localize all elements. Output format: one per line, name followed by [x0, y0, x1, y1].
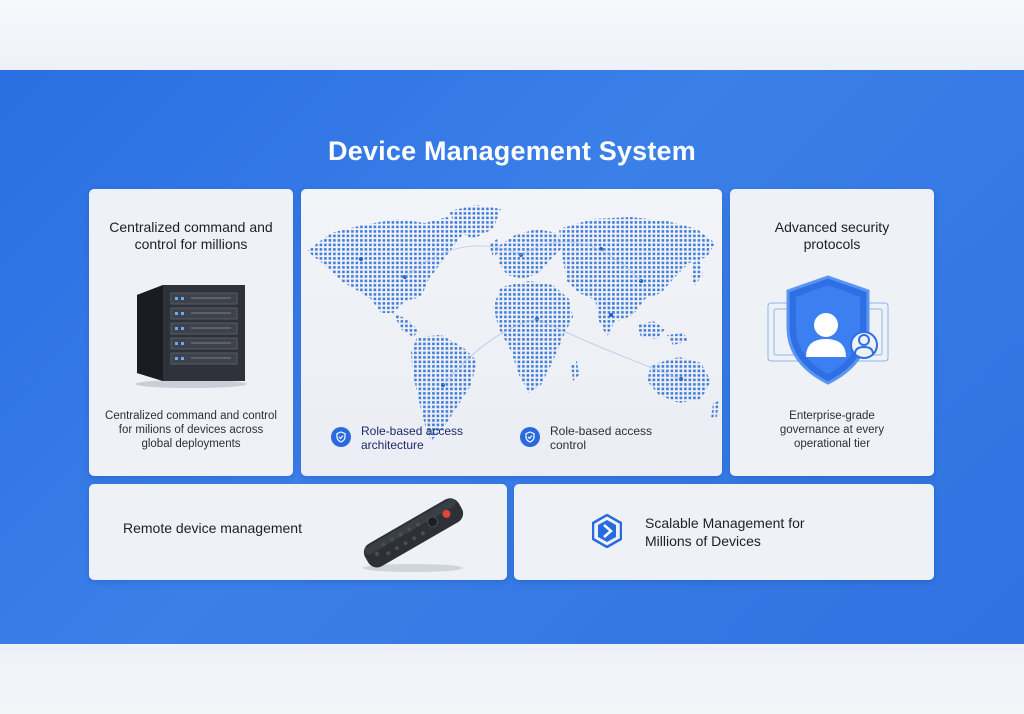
card-title: Advanced security protocols [774, 219, 890, 252]
shield-check-icon [520, 427, 540, 447]
card-global-map: Role-based access architecture Role-base… [301, 189, 722, 476]
feature-label: Role-based access control [550, 424, 653, 452]
feature-label: Role-based access architecture [361, 424, 464, 452]
card-scalable-management: Scalable Management for Millions of Devi… [514, 484, 934, 580]
feature-role-architecture: Role-based access architecture [331, 424, 481, 452]
page-title: Device Management System [328, 136, 696, 166]
card-description: Centralized command and control for mili… [105, 410, 277, 450]
shield-user-icon [766, 273, 892, 394]
server-rack-icon [133, 281, 249, 394]
feature-role-control: Role-based access control [520, 424, 660, 452]
card-label: Remote device management [123, 520, 302, 536]
hexagon-arrow-icon [592, 514, 622, 548]
card-centralized-control: Centralized command and control for mill… [89, 189, 293, 476]
card-remote-management: Remote device management [89, 484, 507, 580]
card-label: Scalable Management for Millions of Devi… [645, 515, 805, 549]
bottom-margin [0, 644, 1024, 714]
top-margin [0, 0, 1024, 70]
remote-control-icon [363, 498, 464, 572]
card-title: Centralized command and control for mill… [109, 219, 273, 252]
card-advanced-security: Advanced security protocols Enterprise-g… [730, 189, 934, 476]
world-map-icon [307, 205, 719, 441]
shield-check-icon [331, 427, 351, 447]
card-description: Enterprise-grade governance at every ope… [779, 410, 885, 450]
